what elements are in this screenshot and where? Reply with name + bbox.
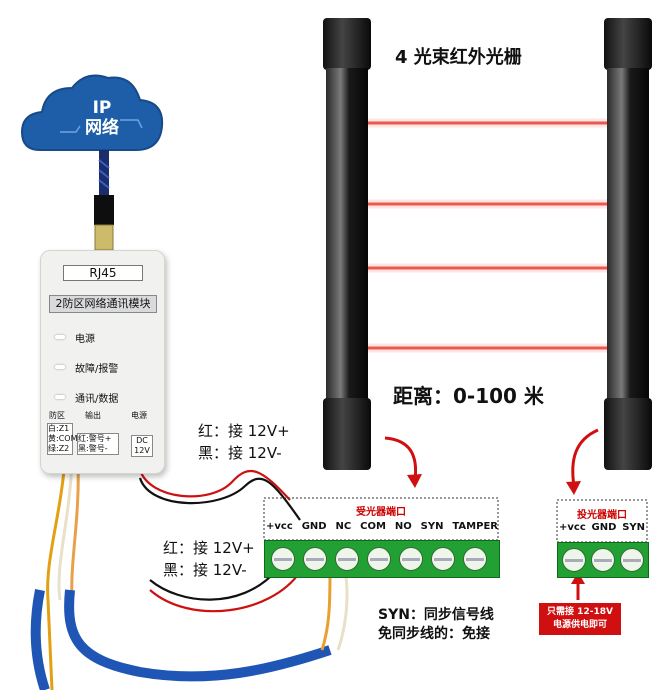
rj45-label: RJ45 bbox=[63, 265, 143, 281]
pin-label: GND bbox=[301, 521, 327, 532]
pin-label: NC bbox=[335, 521, 352, 532]
cloud-label-line1: IP bbox=[92, 98, 112, 118]
wire-black-note: 黑：接 12V- bbox=[163, 561, 247, 579]
diagram-title: 4 光束红外光栅 bbox=[395, 47, 522, 68]
left-beam-pole bbox=[323, 18, 371, 470]
bottom-wiring-note: 红：接 12V+ 黑：接 12V- bbox=[163, 537, 255, 581]
terminal-screw bbox=[562, 548, 586, 572]
output-label: 输出 bbox=[85, 411, 101, 420]
right-beam-pole bbox=[604, 18, 652, 470]
output-terminal-block: 红:警号+ 黑:警号- bbox=[77, 433, 119, 455]
pin-label: COM bbox=[360, 521, 386, 532]
ethernet-plug-icon bbox=[94, 150, 114, 251]
syn-note: SYN：同步信号线 免同步线的：免接 bbox=[378, 606, 494, 644]
terminal-screw bbox=[620, 548, 644, 572]
distance-label: 距离：0-100 米 bbox=[393, 384, 544, 408]
zone-terminal-block: 白:Z1 黄:COM 绿:Z2 bbox=[47, 423, 78, 455]
terminal-screw bbox=[335, 547, 359, 571]
module-name: 2防区网络通讯模块 bbox=[49, 295, 157, 313]
fault-led bbox=[55, 365, 65, 369]
zone-label: 防区 bbox=[49, 411, 65, 420]
terminal-screw bbox=[463, 547, 487, 571]
terminal-screw bbox=[591, 548, 615, 572]
output-term: 黑:警号- bbox=[78, 444, 108, 453]
power-supply-note: 只需接 12-18V 电源供电即可 bbox=[539, 603, 621, 635]
wire-red-note: 红：接 12V+ bbox=[163, 539, 255, 557]
power-note-line2: 电源供电即可 bbox=[552, 620, 607, 630]
pin-label: +vcc bbox=[266, 521, 293, 532]
zone-term: 黄:COM bbox=[48, 434, 78, 443]
transmitter-pin-labels: +vcc GND SYN bbox=[559, 522, 645, 533]
output-term: 红:警号+ bbox=[78, 434, 112, 443]
wire-red-note: 红：接 12V+ bbox=[198, 422, 290, 440]
cloud-label: IP 网络 bbox=[72, 98, 132, 138]
arrow-up-icon bbox=[571, 572, 585, 600]
zone-term: 绿:Z2 bbox=[48, 444, 70, 453]
power-label: 电源 bbox=[131, 411, 147, 420]
top-wiring-note: 红：接 12V+ 黑：接 12V- bbox=[198, 420, 290, 464]
terminal-screw bbox=[303, 547, 327, 571]
power-led bbox=[55, 335, 65, 339]
zone-term: 白:Z1 bbox=[48, 424, 70, 433]
terminal-screw bbox=[367, 547, 391, 571]
network-module: RJ45 2防区网络通讯模块 电源 故障/报警 通讯/数据 防区 输出 电源 白… bbox=[40, 250, 165, 474]
led-label-fault: 故障/报警 bbox=[75, 364, 119, 375]
power-note-line1: 只需接 12-18V bbox=[547, 607, 613, 617]
infrared-beams bbox=[368, 121, 607, 350]
syn-note-line1: SYN：同步信号线 bbox=[378, 607, 494, 623]
data-led bbox=[55, 395, 65, 399]
terminal-screw bbox=[431, 547, 455, 571]
led-label-power: 电源 bbox=[75, 334, 95, 345]
syn-note-line2: 免同步线的：免接 bbox=[378, 626, 490, 642]
receiver-pin-labels: +vcc GND NC COM NO SYN TAMPER bbox=[266, 521, 498, 532]
transmitter-port-header: 投光器端口 bbox=[577, 510, 627, 521]
pin-label: SYN bbox=[420, 521, 444, 532]
terminal-screw bbox=[399, 547, 423, 571]
arrow-down-icon bbox=[384, 436, 422, 488]
terminal-screw bbox=[271, 547, 295, 571]
wire-black-note: 黑：接 12V- bbox=[198, 444, 282, 462]
transmitter-terminal-block bbox=[557, 542, 649, 578]
receiver-port-header: 受光器端口 bbox=[356, 507, 406, 518]
pin-label: SYN bbox=[622, 522, 645, 533]
led-label-data: 通讯/数据 bbox=[75, 394, 119, 405]
pin-label: TAMPER bbox=[452, 521, 498, 532]
receiver-terminal-block bbox=[264, 540, 500, 578]
power-terminal: DC 12V bbox=[131, 435, 153, 457]
pin-label: NO bbox=[394, 521, 412, 532]
cloud-label-line2: 网络 bbox=[85, 118, 119, 138]
arrow-down-icon bbox=[566, 428, 599, 495]
pin-label: +vcc bbox=[559, 522, 586, 533]
cloud-icon bbox=[20, 74, 164, 151]
pin-label: GND bbox=[591, 522, 617, 533]
